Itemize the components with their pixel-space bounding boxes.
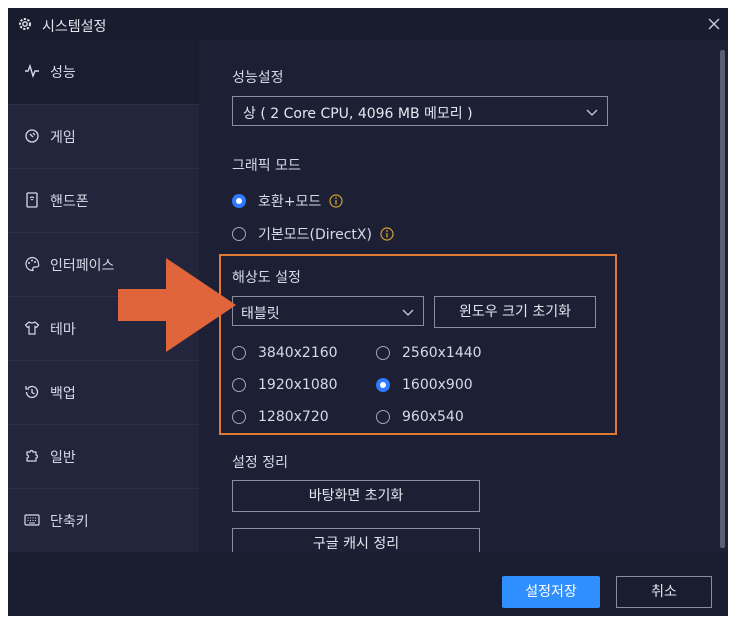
radio-button[interactable] xyxy=(232,410,246,424)
window-title: 시스템설정 xyxy=(42,19,107,35)
info-icon[interactable] xyxy=(380,227,394,241)
sidebar-item-performance[interactable]: 성능 xyxy=(8,40,199,104)
resolution-option[interactable]: 2560x1440 xyxy=(376,345,482,361)
radio-button[interactable] xyxy=(232,346,246,360)
radio-label: 3840x2160 xyxy=(258,345,338,361)
radio-button[interactable] xyxy=(376,378,390,392)
resolution-option[interactable]: 1920x1080 xyxy=(232,377,338,393)
sidebar-item-label: 테마 xyxy=(50,322,76,338)
phone-icon xyxy=(26,192,38,208)
sidebar-item-theme[interactable]: 테마 xyxy=(8,297,199,361)
keyboard-icon xyxy=(24,514,40,526)
resolution-option[interactable]: 1280x720 xyxy=(232,409,329,425)
palette-icon xyxy=(25,256,40,272)
radio-button[interactable] xyxy=(232,194,246,208)
puzzle-icon xyxy=(26,449,39,462)
footer: 설정저장 취소 xyxy=(8,552,728,616)
divider xyxy=(8,360,199,361)
resolution-highlight-box xyxy=(219,254,617,435)
sidebar-item-label: 단축키 xyxy=(50,514,89,530)
chevron-down-icon xyxy=(402,309,414,316)
gear-icon xyxy=(19,18,31,30)
graphics-option-directx[interactable]: 기본모드(DirectX) xyxy=(232,224,394,244)
device-type-select[interactable]: 태블릿 xyxy=(232,296,424,326)
sidebar-item-label: 게임 xyxy=(50,130,76,146)
performance-heading: 성능설정 xyxy=(232,70,284,86)
sidebar-item-game[interactable]: 게임 xyxy=(8,105,199,169)
divider xyxy=(8,424,199,425)
divider xyxy=(8,168,199,169)
gamepad-icon xyxy=(25,129,39,143)
radio-button[interactable] xyxy=(232,378,246,392)
resolution-option[interactable]: 960x540 xyxy=(376,409,464,425)
radio-label: 호환+모드 xyxy=(258,194,322,210)
sidebar-item-label: 일반 xyxy=(50,450,76,466)
radio-label: 기본모드(DirectX) xyxy=(258,227,372,243)
settings-window: 시스템설정 성능 게임 핸드폰 xyxy=(8,8,728,616)
radio-label: 1920x1080 xyxy=(258,377,338,393)
graphics-option-compat[interactable]: 호환+모드 xyxy=(232,191,343,211)
sidebar-item-general[interactable]: 일반 xyxy=(8,425,199,489)
radio-label: 1280x720 xyxy=(258,409,329,425)
radio-label: 1600x900 xyxy=(402,377,473,393)
reset-window-size-button[interactable]: 윈도우 크기 초기화 xyxy=(434,296,596,328)
sidebar-item-phone[interactable]: 핸드폰 xyxy=(8,169,199,233)
resolution-option[interactable]: 3840x2160 xyxy=(232,345,338,361)
scrollbar[interactable] xyxy=(720,50,725,548)
pulse-icon xyxy=(25,63,39,79)
performance-select-value: 상 ( 2 Core CPU, 4096 MB 메모리 ) xyxy=(243,106,473,122)
radio-button[interactable] xyxy=(232,227,246,241)
divider xyxy=(8,296,199,297)
device-type-select-value: 태블릿 xyxy=(241,306,280,322)
info-icon[interactable] xyxy=(329,194,343,208)
divider xyxy=(8,104,199,105)
save-settings-button[interactable]: 설정저장 xyxy=(502,576,600,608)
sidebar-item-backup[interactable]: 백업 xyxy=(8,361,199,425)
history-icon xyxy=(25,385,39,399)
arrow-annotation-icon xyxy=(118,258,236,352)
graphics-heading: 그래픽 모드 xyxy=(232,158,301,174)
divider xyxy=(8,488,199,489)
reset-desktop-button[interactable]: 바탕화면 초기화 xyxy=(232,480,480,512)
radio-label: 960x540 xyxy=(402,409,464,425)
shirt-icon xyxy=(24,321,40,335)
sidebar-item-shortcut[interactable]: 단축키 xyxy=(8,489,199,553)
sidebar-item-label: 인터페이스 xyxy=(50,258,115,274)
sidebar-item-label: 핸드폰 xyxy=(50,194,89,210)
cleanup-heading: 설정 정리 xyxy=(232,455,288,471)
sidebar-item-interface[interactable]: 인터페이스 xyxy=(8,233,199,297)
resolution-option[interactable]: 1600x900 xyxy=(376,377,473,393)
sidebar-item-label: 백업 xyxy=(50,386,76,402)
chevron-down-icon xyxy=(586,109,598,116)
divider xyxy=(8,232,199,233)
performance-select[interactable]: 상 ( 2 Core CPU, 4096 MB 메모리 ) xyxy=(232,96,608,126)
resolution-heading: 해상도 설정 xyxy=(232,270,301,286)
sidebar-item-label: 성능 xyxy=(50,65,76,81)
settings-content: 성능설정 상 ( 2 Core CPU, 4096 MB 메모리 ) 그래픽 모… xyxy=(199,40,719,560)
radio-button[interactable] xyxy=(376,346,390,360)
cancel-button[interactable]: 취소 xyxy=(616,576,712,608)
radio-label: 2560x1440 xyxy=(402,345,482,361)
title-bar: 시스템설정 xyxy=(8,8,728,40)
close-icon[interactable] xyxy=(704,14,724,34)
radio-button[interactable] xyxy=(376,410,390,424)
